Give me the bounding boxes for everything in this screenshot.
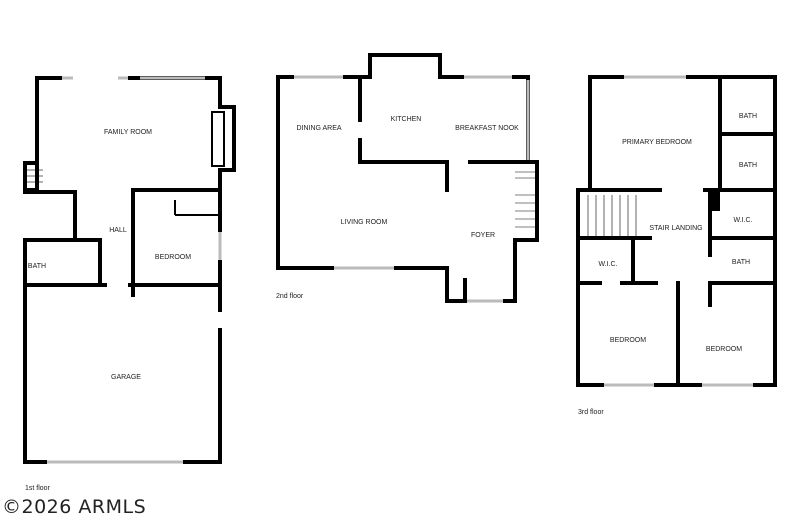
room-label: BREAKFAST NOOK <box>455 125 519 132</box>
room-label: HALL <box>109 227 127 234</box>
room-label: BATH <box>732 259 750 266</box>
room-label: BEDROOM <box>610 337 646 344</box>
room-label: STAIR LANDING <box>649 225 702 232</box>
room-label: PRIMARY BEDROOM <box>622 139 692 146</box>
room-label: LIVING ROOM <box>341 219 388 226</box>
floor-plan-2nd-floor: DINING AREA KITCHEN BREAKFAST NOOK LIVIN… <box>276 53 539 303</box>
room-label: KITCHEN <box>391 116 422 123</box>
room-label: BATH <box>28 263 46 270</box>
room-label: BATH <box>739 162 757 169</box>
floor-plan-3rd-floor: PRIMARY BEDROOM BATH BATH W.I.C. STAIR L… <box>576 75 777 416</box>
room-label: DINING AREA <box>296 125 341 132</box>
room-label: W.I.C. <box>733 217 752 224</box>
room-label: BEDROOM <box>706 346 742 353</box>
floor-label: 1st floor <box>25 485 51 492</box>
floor-label: 3rd floor <box>578 409 604 416</box>
floor-plan-1st-floor: FAMILY ROOM HALL BEDROOM BATH GARAGE 1st… <box>23 76 236 492</box>
floor-label: 2nd floor <box>276 293 304 300</box>
room-label: BATH <box>739 113 757 120</box>
watermark: ©2026 ARMLS <box>2 496 147 518</box>
room-label: FOYER <box>471 232 495 239</box>
room-label: FAMILY ROOM <box>104 129 152 136</box>
room-label: W.I.C. <box>598 261 617 268</box>
room-label: BEDROOM <box>155 254 191 261</box>
room-label: GARAGE <box>111 374 141 381</box>
